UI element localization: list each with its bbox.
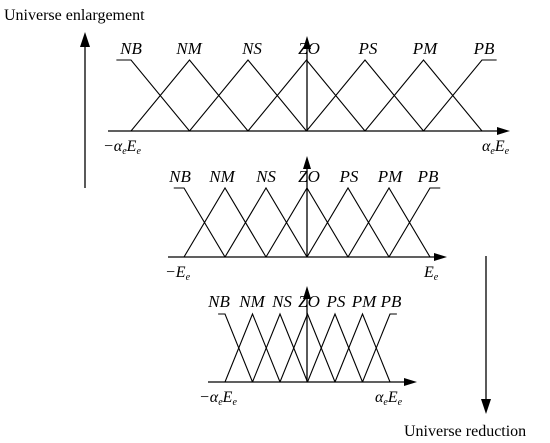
panel-enlarged-axis-min-label: −αeEe — [103, 138, 141, 157]
set-label-ps: PS — [326, 292, 346, 311]
panel-base: NB NM NS ZO PS PM PB −Ee Ee — [165, 156, 447, 283]
panel-enlarged: NB NM NS ZO PS PM PB −αeEe αeEe — [103, 36, 510, 157]
set-label-zo: ZO — [298, 39, 320, 58]
panel-reduced-axis-min-label: −αeEe — [199, 389, 237, 408]
membership-function-zo — [247, 59, 366, 132]
set-label-nm: NM — [175, 39, 202, 58]
membership-function-pb — [423, 59, 497, 132]
set-label-ps: PS — [358, 39, 378, 58]
membership-function-pb — [361, 313, 397, 383]
panel-enlarged-membership-functions — [116, 59, 497, 132]
panel-enlarged-axis-max-label: αeEe — [482, 138, 510, 157]
membership-function-ns — [224, 186, 308, 258]
set-label-nm: NM — [208, 167, 235, 186]
set-label-nb: NB — [168, 167, 191, 186]
universe-reduction-caption: Universe reduction — [404, 423, 526, 440]
set-label-zo: ZO — [298, 167, 320, 186]
membership-function-ps — [306, 186, 390, 258]
enlargement-arrow — [80, 32, 90, 188]
set-label-ns: NS — [255, 167, 276, 186]
set-label-nb: NB — [207, 292, 230, 311]
membership-function-zo — [279, 312, 336, 383]
set-label-ns: NS — [241, 39, 262, 58]
set-label-pm: PM — [412, 39, 438, 58]
membership-function-pm — [347, 186, 431, 258]
set-label-ns: NS — [271, 292, 292, 311]
set-label-ps: PS — [339, 167, 359, 186]
set-label-pm: PM — [351, 292, 377, 311]
membership-function-zo — [265, 186, 349, 258]
set-label-pb: PB — [417, 167, 439, 186]
set-label-zo: ZO — [298, 292, 320, 311]
panel-base-set-labels: NB NM NS ZO PS PM PB — [168, 167, 439, 186]
panel-reduced-axis-max-label: αeEe — [375, 389, 403, 408]
universe-enlargement-caption: Universe enlargement — [4, 7, 145, 24]
set-label-pm: PM — [377, 167, 403, 186]
set-label-nb: NB — [119, 39, 142, 58]
panel-base-axis-min-label: −Ee — [165, 264, 191, 283]
set-label-pb: PB — [473, 39, 495, 58]
reduction-arrow — [481, 256, 491, 414]
membership-function-nb — [218, 313, 254, 383]
membership-function-nb — [116, 59, 190, 132]
set-label-pb: PB — [380, 292, 402, 311]
membership-function-pm — [364, 59, 483, 132]
panel-reduced: NB NM NS ZO PS PM PB −αeEe αeEe — [199, 286, 417, 408]
membership-function-ns — [251, 312, 309, 383]
membership-function-nm — [130, 59, 249, 132]
membership-function-nm — [183, 186, 267, 258]
panel-reduced-set-labels: NB NM NS ZO PS PM PB — [207, 292, 402, 311]
set-label-nm: NM — [238, 292, 265, 311]
panel-reduced-membership-functions — [218, 312, 397, 383]
membership-function-ps — [306, 312, 364, 383]
panel-enlarged-set-labels: NB NM NS ZO PS PM PB — [119, 39, 495, 58]
panel-base-membership-functions — [173, 186, 441, 258]
membership-function-nb — [173, 187, 226, 258]
membership-function-nm — [224, 312, 281, 383]
membership-function-pb — [388, 187, 441, 258]
membership-function-ps — [306, 59, 424, 132]
membership-function-ns — [189, 59, 307, 132]
membership-function-pm — [334, 312, 391, 383]
panel-base-axis-max-label: Ee — [423, 264, 439, 283]
